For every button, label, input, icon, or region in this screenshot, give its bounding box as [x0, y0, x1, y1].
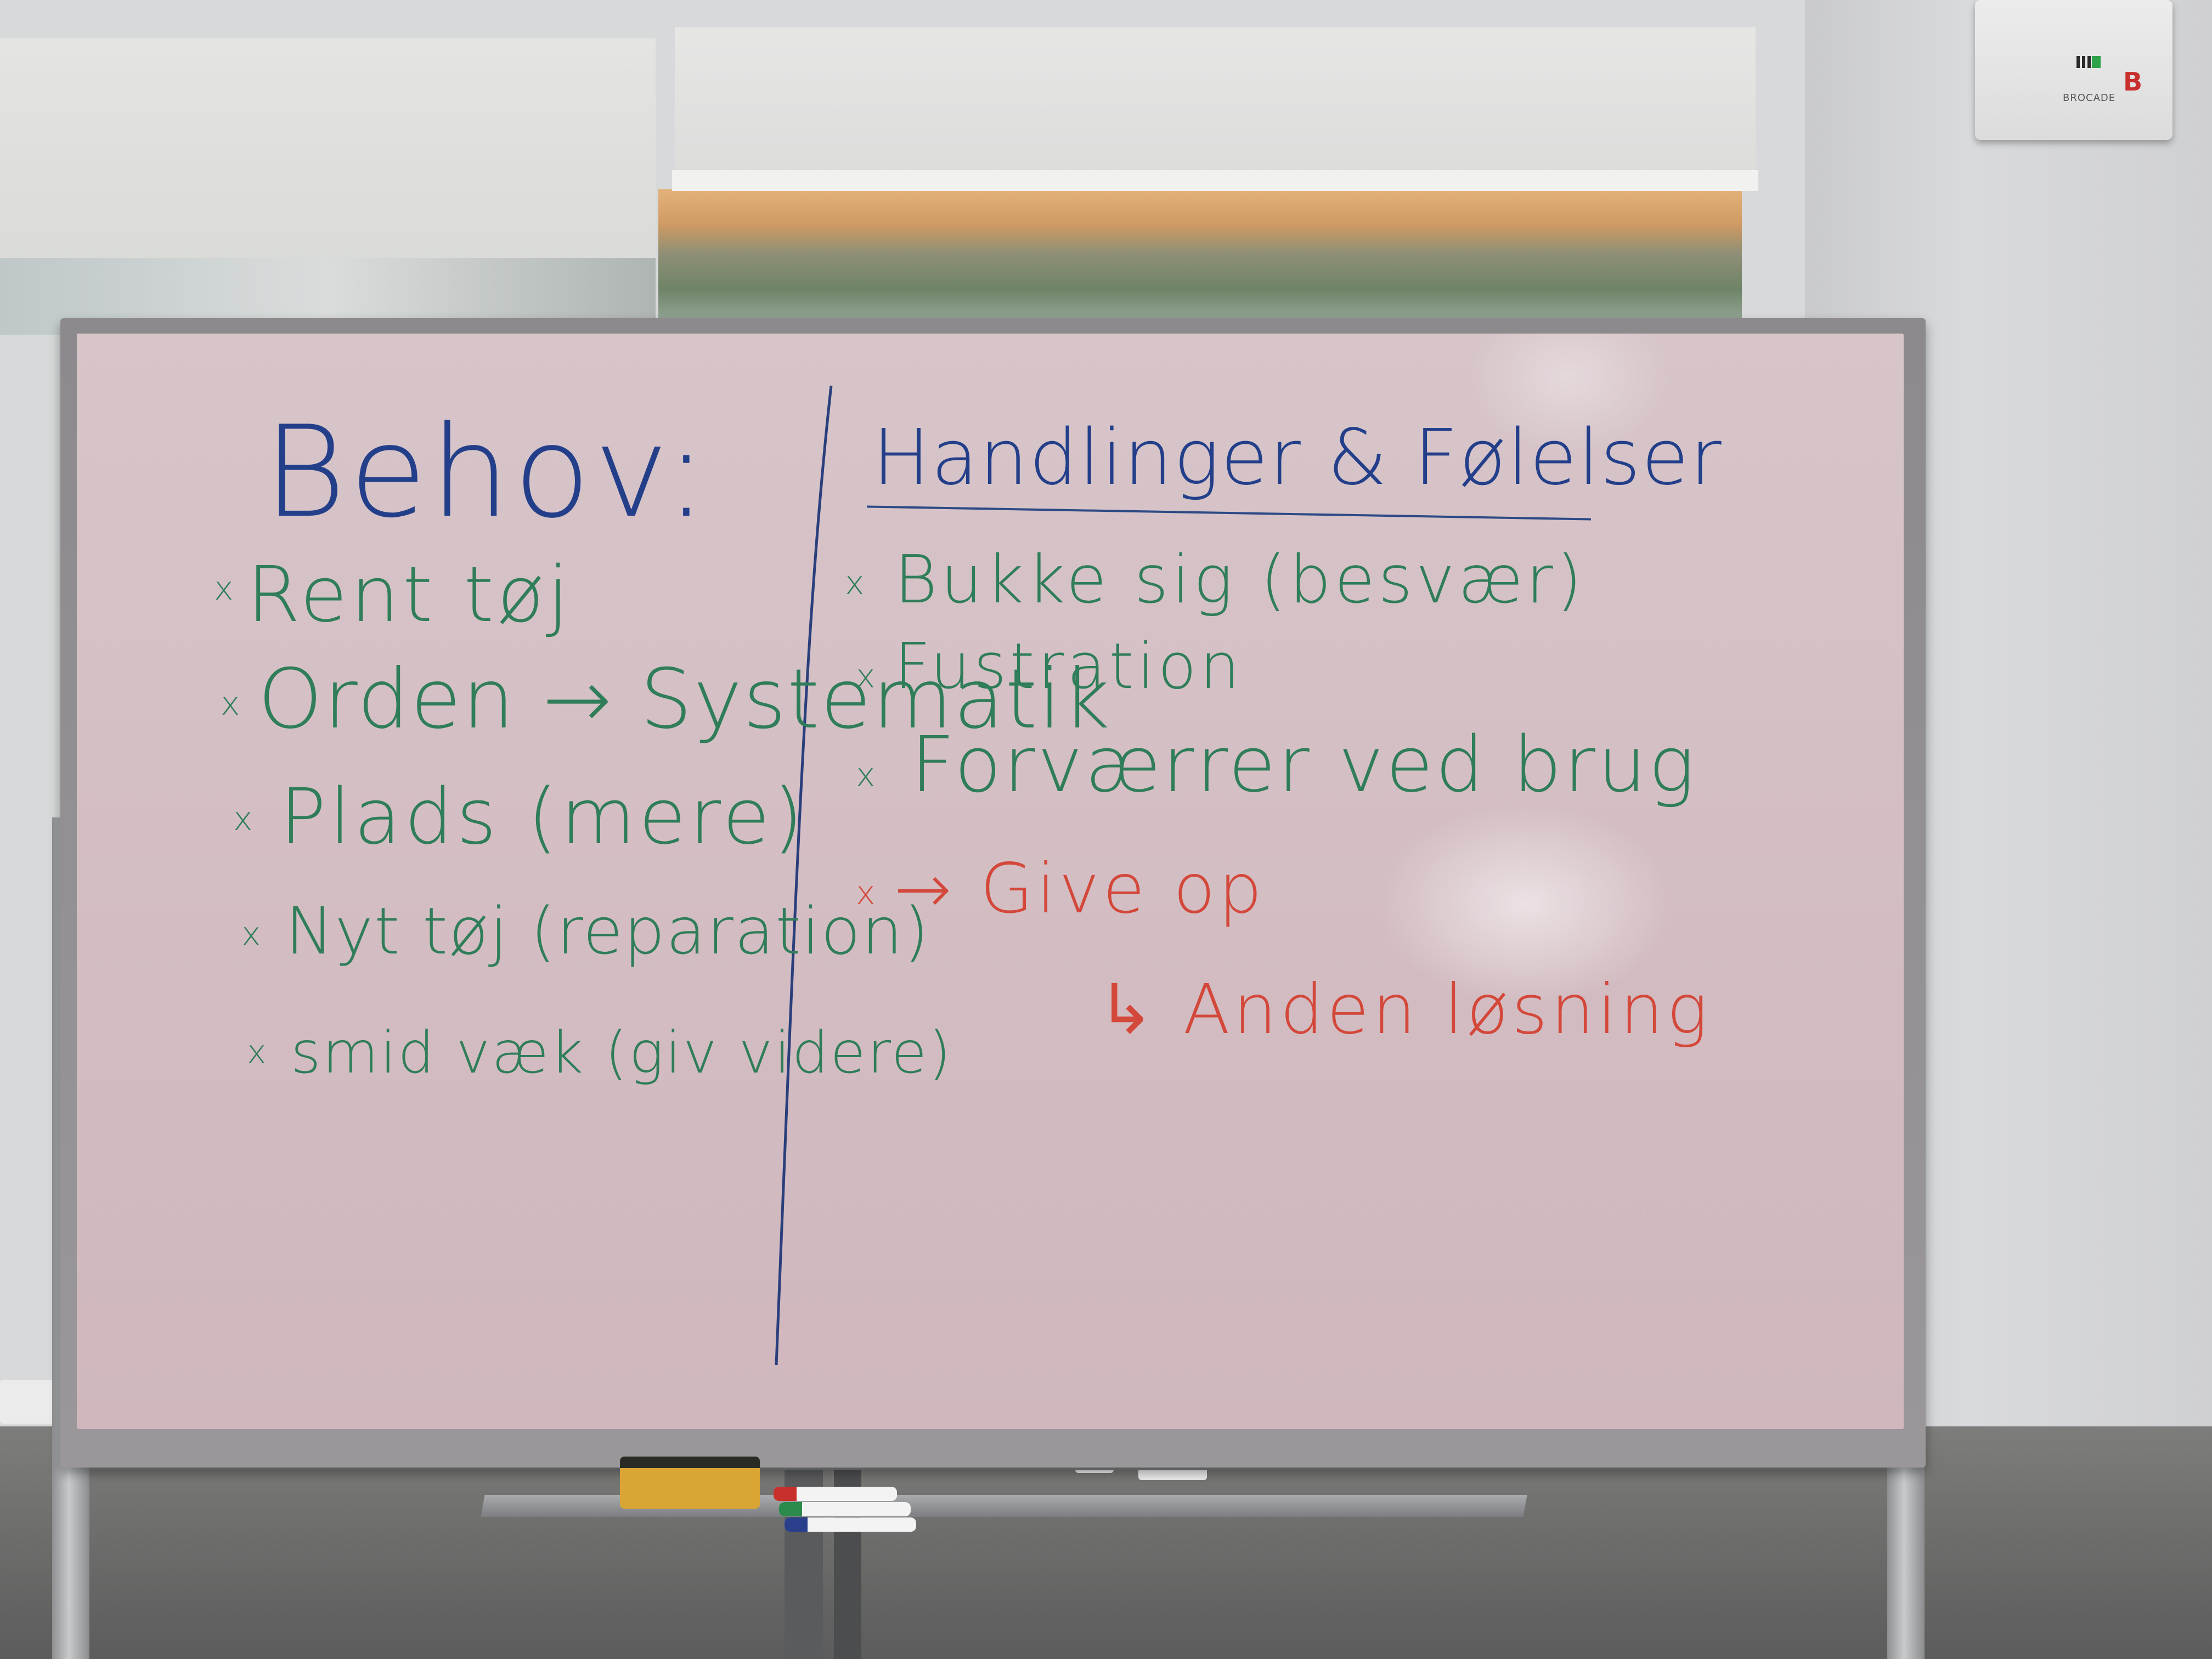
column-divider [775, 385, 833, 1365]
whiteboard-surface: Behov: x Rent tøj x Orden → Systematik x… [77, 334, 1904, 1429]
left-item-bullet: x [233, 800, 256, 838]
right-item-bullet: x [845, 564, 868, 602]
right-red-item-text: → Give op [894, 849, 1266, 929]
wifi-access-point: B BROCADE [1975, 0, 2172, 140]
window-blind-right [675, 27, 1756, 178]
window-right [658, 189, 1742, 332]
left-item-text: smid væk (giv videre) [291, 1019, 953, 1086]
right-item-text: Forværrer ved brug [911, 720, 1697, 810]
right-red-item-bullet: x [856, 874, 879, 912]
left-item-bullet: x [214, 569, 237, 608]
left-item-text: Rent tøj [247, 550, 572, 640]
brocade-logo-icon: B [2123, 67, 2143, 97]
right-item-text: Fustration [894, 630, 1243, 703]
left-item-bullet: x [221, 685, 244, 723]
router-brand-label: BROCADE [2063, 92, 2116, 104]
right-item-bullet: x [856, 657, 879, 696]
right-heading: Handlinger & Følelser [872, 413, 1723, 503]
left-item-text: Nyt tøj (reparation) [285, 893, 930, 969]
left-item-bullet: x [241, 915, 264, 953]
router-status-led-icon [2092, 56, 2101, 68]
left-item-text: Plads (mere) [280, 772, 806, 862]
marker-pen[interactable] [779, 1502, 911, 1516]
blind-rail [672, 170, 1758, 191]
right-item-text: Bukke sig (besvær) [894, 542, 1585, 618]
window-blind-left [0, 38, 656, 263]
right-red-item-text: ↳ Anden løsning [1097, 970, 1711, 1049]
left-item-bullet: x [247, 1033, 270, 1071]
eraser-sponge-icon[interactable] [620, 1457, 760, 1509]
whiteboard: Behov: x Rent tøj x Orden → Systematik x… [60, 318, 1926, 1468]
marker-pen[interactable] [774, 1487, 897, 1501]
right-item-bullet: x [856, 756, 879, 794]
marker-pen[interactable] [785, 1517, 916, 1532]
left-heading: Behov: [263, 399, 711, 546]
